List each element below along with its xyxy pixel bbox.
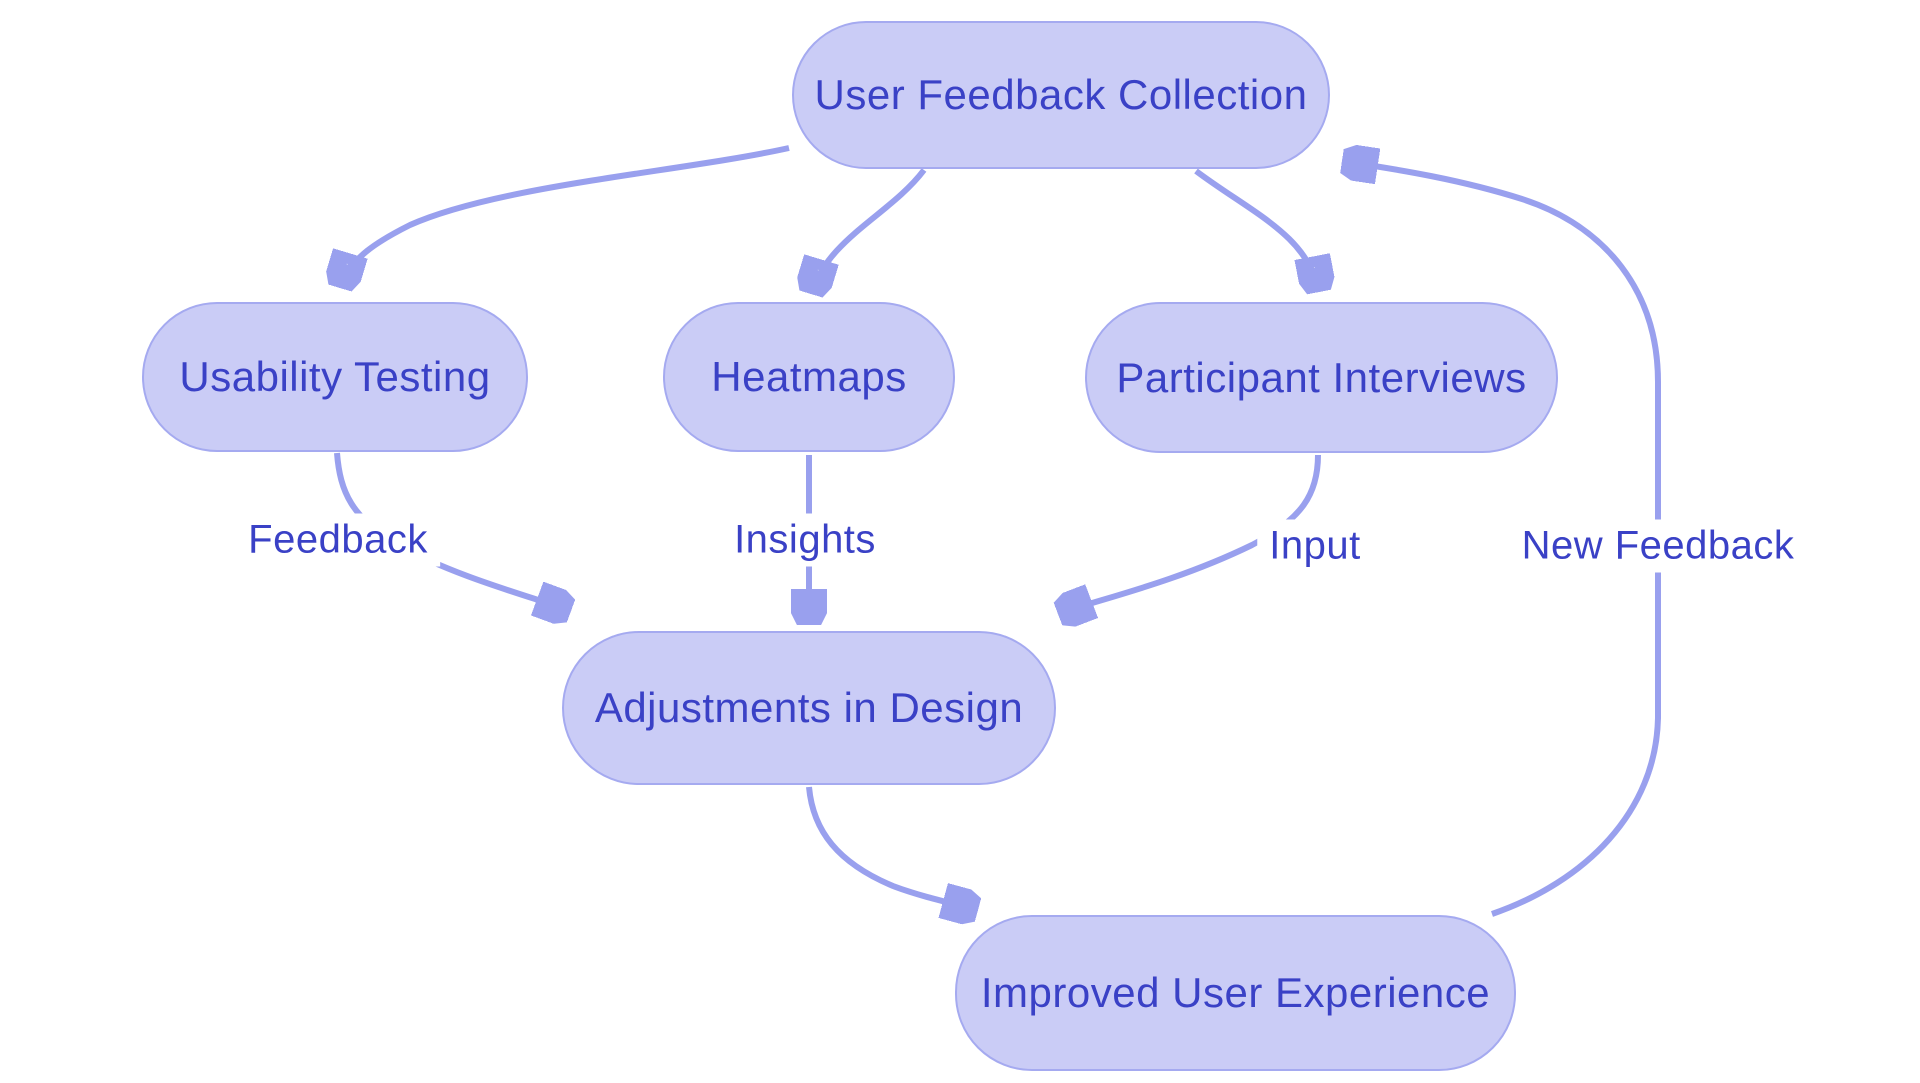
node-label: Usability Testing	[179, 353, 491, 400]
edge-label-new-feedback: New Feedback	[1509, 519, 1807, 573]
node-heatmaps: Heatmaps	[663, 302, 955, 452]
edge-label-insights: Insights	[722, 513, 888, 567]
node-label: Improved User Experience	[980, 969, 1491, 1016]
node-usability-testing: Usability Testing	[142, 302, 528, 452]
edge-user-feedback-to-heatmaps	[811, 168, 927, 294]
node-label: Heatmaps	[711, 353, 907, 400]
node-label: Participant Interviews	[1116, 353, 1527, 401]
edge-user-feedback-to-usability-testing	[340, 145, 790, 288]
edge-label-feedback: Feedback	[236, 513, 440, 567]
node-improved-user-experience: Improved User Experience	[955, 915, 1516, 1071]
edge-improved-ux-to-user-feedback	[1342, 161, 1661, 917]
node-label: Adjustments in Design	[594, 684, 1024, 731]
edge-participant-interviews-to-adjustments	[1058, 454, 1321, 614]
edge-user-feedback-to-participant-interviews	[1194, 168, 1319, 292]
edge-adjustments-to-improved-ux	[806, 786, 978, 910]
node-label: User Feedback Collection	[814, 71, 1308, 118]
edge-label-input: Input	[1257, 519, 1373, 573]
node-user-feedback-collection: User Feedback Collection	[792, 21, 1330, 169]
node-participant-interviews: Participant Interviews	[1085, 302, 1558, 453]
node-adjustments-in-design: Adjustments in Design	[562, 631, 1056, 785]
